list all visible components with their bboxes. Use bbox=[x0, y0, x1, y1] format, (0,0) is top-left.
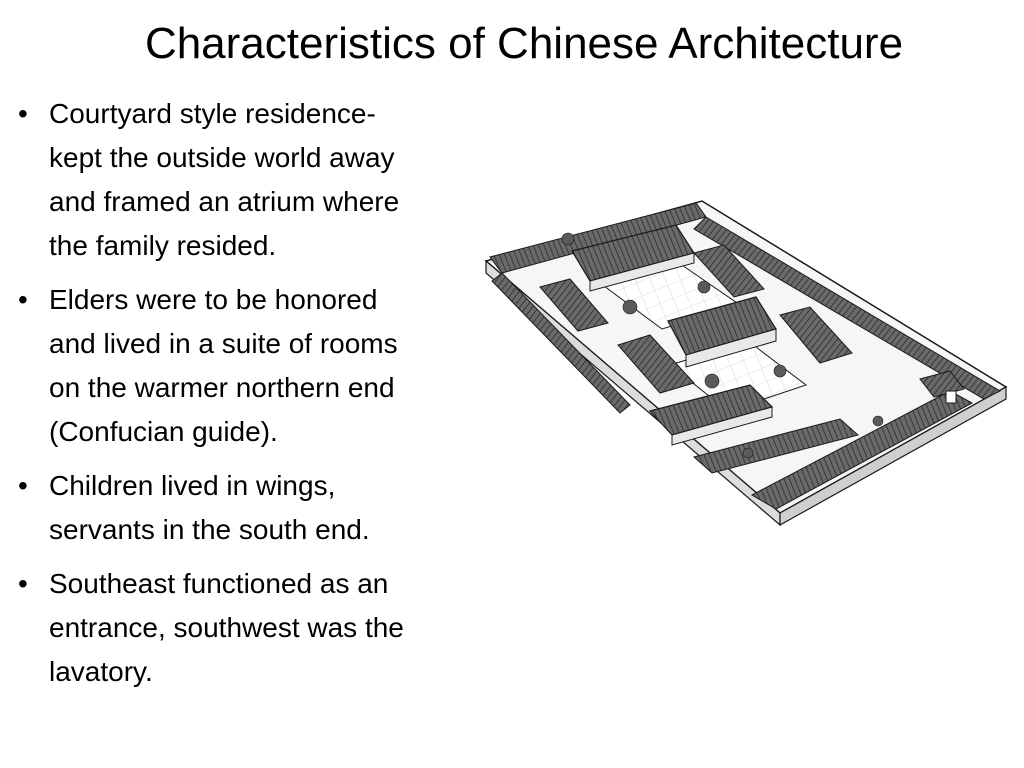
bullet-item-children: • Children lived in wings, servants in t… bbox=[18, 464, 478, 552]
bullet-line: on the warmer northern end bbox=[49, 372, 395, 403]
compound-base-edge-right bbox=[779, 385, 1007, 527]
bullet-text: Children lived in wings, servants in the… bbox=[49, 464, 478, 552]
bullet-line: Elders were to be honored bbox=[49, 284, 378, 315]
bullet-marker: • bbox=[18, 470, 28, 501]
bullet-line: the family resided. bbox=[49, 230, 277, 261]
bullet-line: and framed an atrium where bbox=[49, 186, 400, 217]
bullet-marker: • bbox=[18, 284, 28, 315]
bullet-list: • Courtyard style residence- kept the ou… bbox=[18, 92, 478, 702]
tree bbox=[742, 447, 754, 459]
bullet-line: servants in the south end. bbox=[49, 514, 370, 545]
tree bbox=[872, 415, 884, 427]
east-wing-roof bbox=[693, 216, 1002, 400]
bullet-item-courtyard: • Courtyard style residence- kept the ou… bbox=[18, 92, 478, 268]
bullet-line: Southeast functioned as an bbox=[49, 568, 389, 599]
bullet-line: Children lived in wings, bbox=[49, 470, 336, 501]
entrance-gate-door bbox=[945, 390, 957, 404]
bullet-line: and lived in a suite of rooms bbox=[49, 328, 398, 359]
rear-west-hall-roof bbox=[539, 278, 609, 332]
bullet-text: Elders were to be honored and lived in a… bbox=[49, 278, 478, 454]
south-wing-roof bbox=[750, 390, 974, 510]
east-side-hall-roof bbox=[779, 306, 853, 364]
bullet-line: (Confucian guide). bbox=[49, 416, 278, 447]
bullet-marker: • bbox=[18, 98, 28, 129]
bullet-marker: • bbox=[18, 568, 28, 599]
bullet-item-elders: • Elders were to be honored and lived in… bbox=[18, 278, 478, 454]
west-side-hall-roof bbox=[617, 334, 695, 394]
south-row-roof bbox=[692, 418, 860, 474]
main-hall-wall bbox=[685, 328, 777, 368]
bullet-line: kept the outside world away bbox=[49, 142, 395, 173]
tree bbox=[704, 373, 720, 389]
bullet-text: Southeast functioned as an entrance, sou… bbox=[49, 562, 478, 694]
west-wing-roof bbox=[491, 272, 631, 414]
bullet-text: Courtyard style residence- kept the outs… bbox=[49, 92, 478, 268]
rear-east-hall-roof bbox=[693, 244, 765, 298]
tree bbox=[773, 364, 787, 378]
tree bbox=[622, 299, 638, 315]
rear-hall-wall bbox=[589, 252, 695, 292]
bullet-item-southeast: • Southeast functioned as an entrance, s… bbox=[18, 562, 478, 694]
bullet-line: entrance, southwest was the bbox=[49, 612, 404, 643]
front-hall-wall bbox=[671, 406, 773, 446]
tree bbox=[697, 280, 711, 294]
bullet-line: lavatory. bbox=[49, 656, 153, 687]
tree bbox=[561, 232, 575, 246]
courtyard-house-illustration bbox=[484, 200, 1008, 527]
slide-title: Characteristics of Chinese Architecture bbox=[144, 19, 904, 68]
bullet-line: Courtyard style residence- bbox=[49, 98, 376, 129]
